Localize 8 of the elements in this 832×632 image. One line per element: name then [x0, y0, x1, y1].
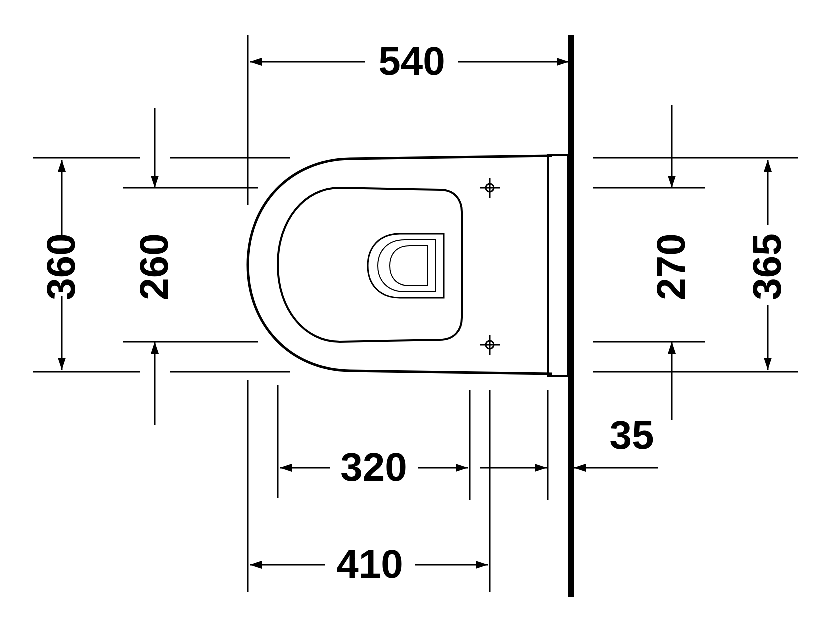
dimension-label: 410: [336, 545, 404, 585]
dimension-label: 320: [340, 448, 408, 488]
dimension-label: 365: [748, 234, 788, 300]
dimension-label: 35: [610, 416, 654, 456]
dimension-label: 260: [135, 234, 175, 300]
dimension-label: 270: [652, 234, 692, 300]
dimension-label: 540: [378, 42, 446, 82]
dimension-label: 360: [42, 234, 82, 300]
